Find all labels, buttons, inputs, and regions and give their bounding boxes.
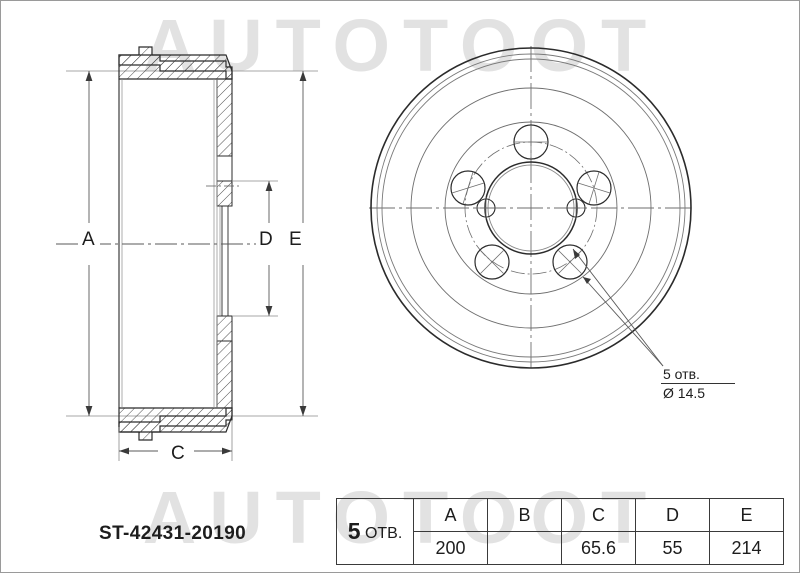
spec-table: 5 ОТВ. A B C D E 200 65.6 55 214 [336, 498, 784, 565]
drum-section-solid [118, 46, 233, 441]
part-number: ST-42431-20190 [99, 523, 247, 544]
header-e: E [709, 498, 784, 532]
lug-hole [474, 244, 510, 280]
header-d: D [635, 498, 710, 532]
value-a: 200 [413, 531, 488, 565]
table-row-values: 200 65.6 55 214 [337, 531, 784, 565]
value-b [487, 531, 562, 565]
dimension-E [292, 71, 314, 416]
dimension-C [118, 420, 233, 467]
cross-section-view [56, 46, 318, 467]
value-d: 55 [635, 531, 710, 565]
holes-count-value: 5 [347, 518, 361, 544]
table-row-headers: 5 ОТВ. A B C D E [336, 498, 784, 565]
drum-outer-circle [370, 47, 692, 369]
callout-rule [661, 383, 735, 384]
value-c: 65.6 [561, 531, 636, 565]
dimension-A [78, 71, 100, 416]
dimension-label-c: C [171, 443, 185, 464]
lug-hole [450, 170, 486, 206]
drum-friction-circle [410, 87, 652, 329]
header-a: A [413, 498, 488, 532]
small-hole-group [475, 197, 587, 219]
header-c: C [561, 498, 636, 532]
value-e: 214 [709, 531, 784, 565]
holes-count-unit: ОТВ. [364, 525, 403, 542]
hole-callout: 5 отв. Ø 14.5 [661, 366, 781, 401]
callout-leader [572, 248, 664, 367]
header-b: B [487, 498, 562, 532]
callout-line-diameter: Ø 14.5 [663, 385, 706, 401]
front-view [369, 46, 693, 371]
dimension-label-a: A [82, 229, 95, 250]
holes-count-cell: 5 ОТВ. [336, 498, 414, 565]
lug-hole-group [450, 124, 612, 280]
hub-plate-circle [444, 121, 618, 295]
dimension-D [232, 180, 280, 317]
dimension-label-d: D [259, 229, 273, 250]
lug-hole [552, 244, 588, 280]
callout-line-count: 5 отв. [663, 366, 700, 382]
dimension-label-e: E [289, 229, 302, 250]
lug-hole [576, 170, 612, 206]
